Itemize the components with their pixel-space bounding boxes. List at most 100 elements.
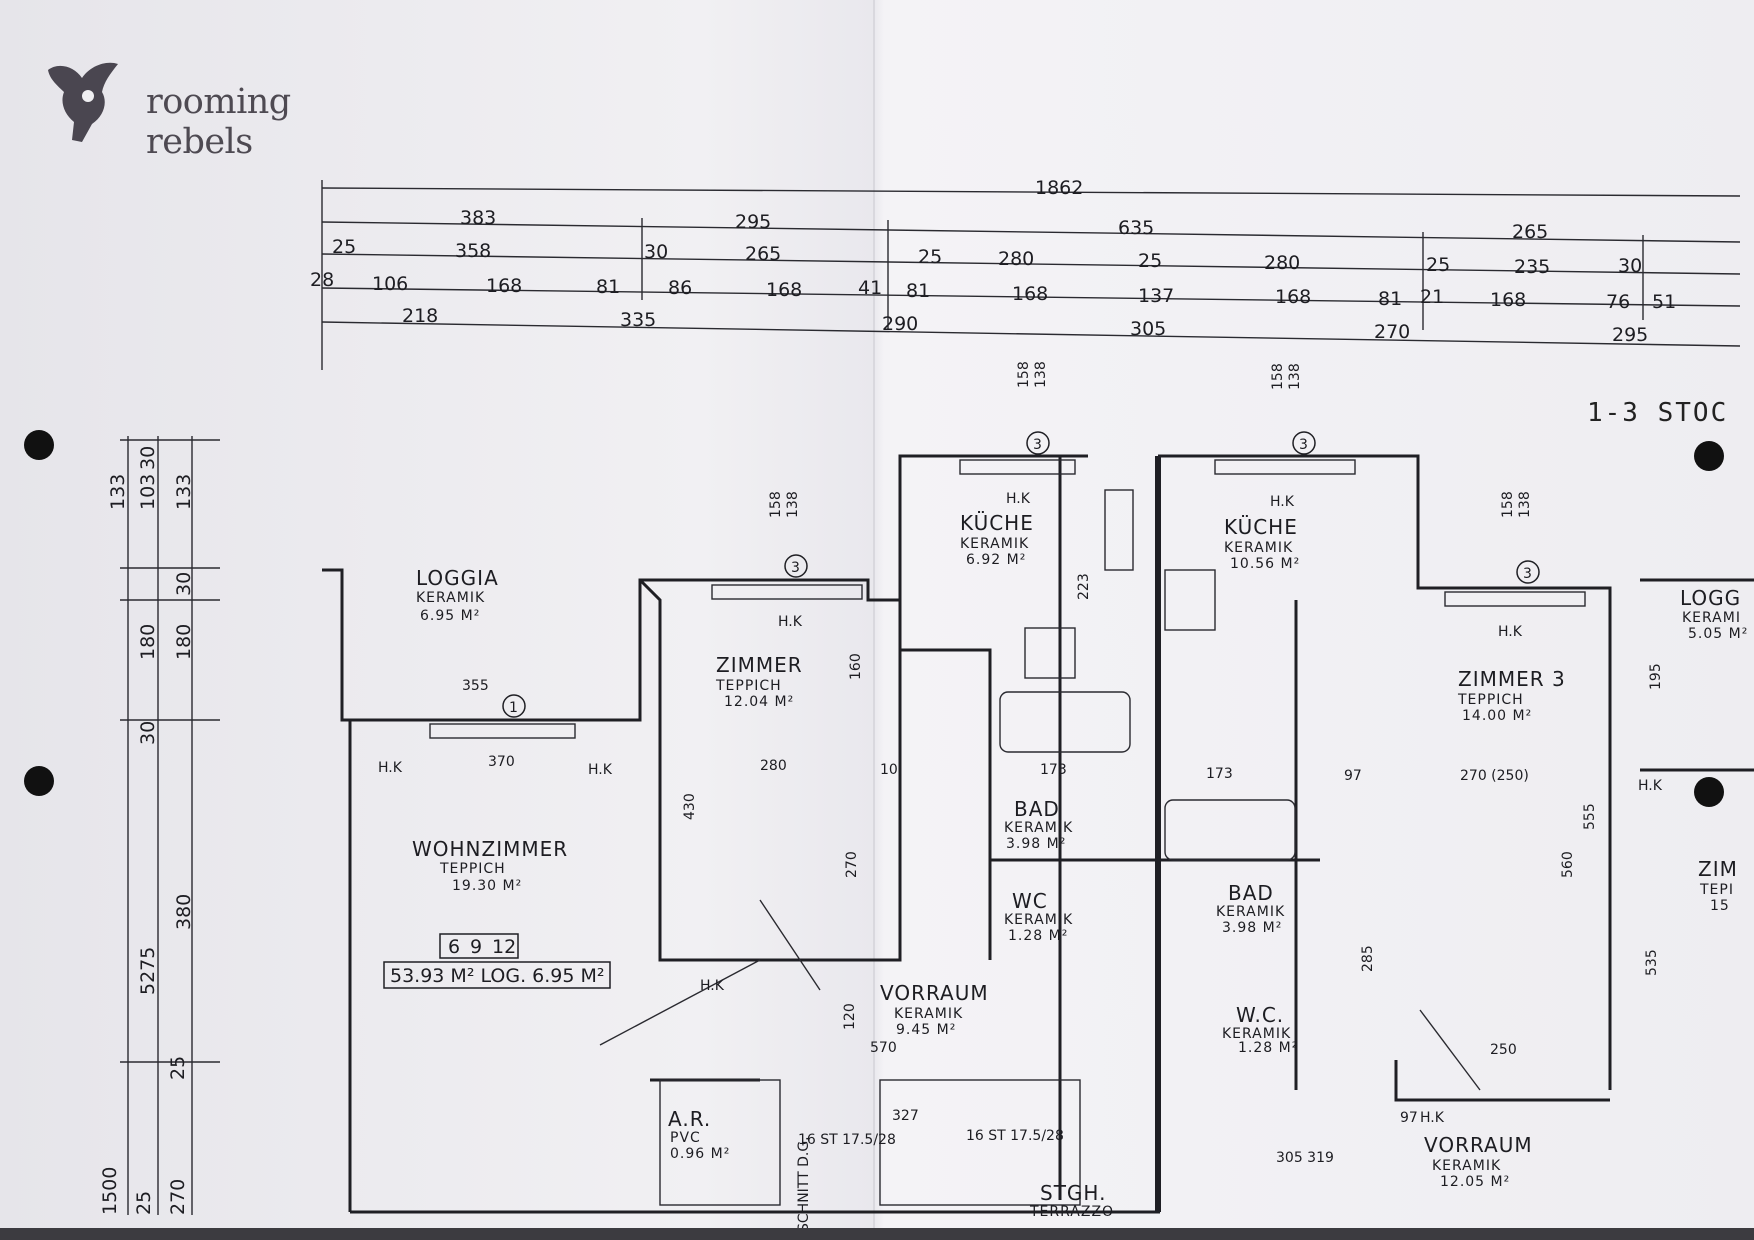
room-name: ZIM (1698, 857, 1738, 881)
svg-text:195: 195 (1648, 663, 1664, 690)
room-area: 15 (1710, 898, 1730, 914)
dim-row2: 280 (1264, 252, 1300, 274)
svg-text:223: 223 (1076, 573, 1092, 600)
room-area: 6.92 M² (966, 552, 1026, 568)
room-name: BAD (1228, 881, 1274, 905)
dim-row3: 106 (372, 273, 408, 295)
room-floor: KERAMIK (1432, 1158, 1501, 1174)
dim-row3: 86 (668, 277, 692, 299)
svg-text:3: 3 (1523, 566, 1532, 582)
svg-text:H.K: H.K (1006, 491, 1031, 507)
room-floor: TEPI (1699, 882, 1734, 898)
dim-row2: 25 (1426, 254, 1450, 276)
window-height: 138 (1517, 491, 1533, 518)
stairs-icon (659, 1079, 781, 1206)
room-floor: KERAMIK (1224, 540, 1293, 556)
dim-row2: 25 (332, 236, 356, 258)
svg-text:1: 1 (509, 700, 518, 716)
dim-row3: 168 (1275, 286, 1311, 308)
dim-left: 380 (173, 894, 195, 930)
dim-total: 1862 (1035, 177, 1083, 199)
dim-left: 30 (137, 721, 159, 745)
dim-left: 133 (107, 474, 129, 510)
svg-text:97: 97 (1344, 768, 1362, 784)
photo-bottom-edge (0, 1228, 1754, 1240)
dim-row3: 168 (486, 275, 522, 297)
dim-row2: 30 (644, 241, 668, 263)
room-name: STGH. (1040, 1181, 1106, 1205)
room-floor: TEPPICH (1457, 692, 1524, 708)
floor-label: 1-3 STOC (1587, 398, 1729, 428)
svg-text:535: 535 (1644, 949, 1660, 976)
dim-row2: 25 (918, 246, 942, 268)
svg-text:430: 430 (682, 793, 698, 820)
room-name: W.C. (1236, 1003, 1284, 1027)
room-name: VORRAUM (880, 981, 989, 1005)
svg-text:10: 10 (880, 762, 898, 778)
door-swing (599, 959, 761, 1046)
room-floor: KERAMIK (894, 1006, 963, 1022)
svg-text:173: 173 (1206, 766, 1233, 782)
svg-text:H.K: H.K (700, 978, 725, 994)
dim-row1: 265 (1512, 221, 1548, 243)
room-name: KÜCHE (1224, 515, 1298, 539)
dim-left: 25 (133, 1191, 155, 1215)
punch-hole (24, 430, 54, 460)
dimension-lines (120, 180, 1741, 1215)
stove-icon (1024, 627, 1076, 679)
room-area: 3.98 M² (1222, 920, 1282, 936)
room-name: BAD (1014, 797, 1060, 821)
window-height: 158 (1500, 491, 1516, 518)
room-floor: TERRAZZO (1029, 1204, 1114, 1220)
room-name: LOGG (1680, 586, 1741, 610)
dim-row2: 235 (1514, 256, 1550, 278)
dim-row4: 218 (402, 305, 438, 327)
svg-text:H.K: H.K (1270, 494, 1295, 510)
dim-left: 5275 (137, 947, 159, 995)
walls (322, 454, 1754, 1214)
dim-row3: 81 (596, 276, 620, 298)
dim-row1: 635 (1118, 217, 1154, 239)
room-name: ZIMMER (716, 653, 803, 677)
window-height: 138 (1287, 363, 1303, 390)
window-height: 158 (1270, 363, 1286, 390)
stairs-icon (879, 1079, 1081, 1206)
dim-row4: 305 (1130, 318, 1166, 340)
svg-text:H.K: H.K (778, 614, 803, 630)
dim-row4: 335 (620, 309, 656, 331)
svg-text:H.K: H.K (378, 760, 403, 776)
room-floor: KERAMIK (1216, 904, 1285, 920)
svg-text:3: 3 (791, 560, 800, 576)
dog-logo-icon (48, 62, 118, 142)
svg-text:270: 270 (844, 851, 860, 878)
svg-text:370: 370 (488, 754, 515, 770)
room-area: 14.00 M² (1462, 708, 1532, 724)
dim-row3: 41 (858, 277, 882, 299)
room-area: 19.30 M² (452, 878, 522, 894)
room-area: 6.95 M² (420, 608, 480, 624)
paper-fold (873, 0, 875, 1240)
room-floor: KERAMIK (1222, 1026, 1291, 1042)
room-area: 3.98 M² (1006, 836, 1066, 852)
room-floor: KERAMIK (1004, 820, 1073, 836)
svg-text:3: 3 (1033, 437, 1042, 453)
sink-icon (1104, 489, 1134, 571)
svg-text:285: 285 (1360, 945, 1376, 972)
dim-row3: 76 (1606, 291, 1630, 313)
punch-hole (1694, 777, 1724, 807)
dim-row3: 168 (1012, 283, 1048, 305)
unit-summary: 6 9 12 53.93 M² LOG. 6.95 M² (383, 933, 611, 989)
svg-text:355: 355 (462, 678, 489, 694)
dim-left: 1500 (99, 1167, 121, 1215)
dim-row2: 25 (1138, 250, 1162, 272)
dim-row2: 358 (455, 240, 491, 262)
punch-hole (1694, 441, 1724, 471)
brand-logo: rooming rebels (44, 58, 394, 162)
svg-text:16 ST 17.5/28: 16 ST 17.5/28 (798, 1132, 896, 1148)
svg-text:120: 120 (842, 1003, 858, 1030)
room-area: 1.28 M² (1008, 928, 1068, 944)
unit-code: 6 (448, 936, 460, 958)
room-floor: KERAMIK (960, 536, 1029, 552)
room-floor: KERAMI (1682, 610, 1741, 626)
